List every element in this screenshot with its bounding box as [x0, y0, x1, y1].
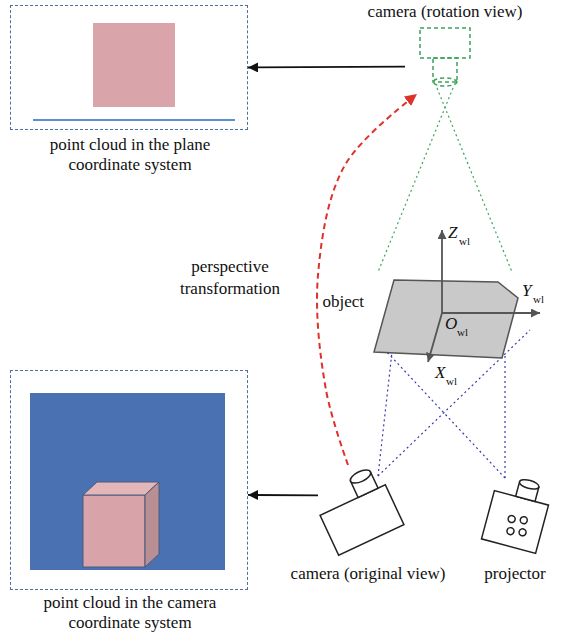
cube-side	[145, 482, 159, 567]
projector-node: projector	[475, 465, 555, 560]
camera-node: camera (rotation view)	[405, 24, 485, 94]
axis-label: Y	[522, 282, 531, 299]
axis-subscript: wl	[457, 327, 468, 338]
axis-subscript: wl	[446, 376, 457, 387]
axis-label: X	[435, 364, 445, 381]
projector-icon	[481, 472, 553, 553]
edge-label: perspective transformation	[160, 256, 300, 300]
dashed-panel: point cloud in the camera coordinate sys…	[10, 370, 248, 590]
output-arrow	[248, 494, 318, 496]
object-shape	[374, 280, 518, 358]
y-axis	[442, 312, 540, 314]
camera-icon	[310, 464, 404, 555]
node-caption: camera (original view)	[291, 564, 446, 584]
x-axis	[428, 313, 442, 362]
node-caption: projector	[484, 564, 545, 584]
z-axis	[441, 230, 443, 313]
node-caption: point cloud in the plane coordinate syst…	[11, 135, 249, 176]
axis-label: Z	[448, 224, 457, 241]
plane-point-cloud	[93, 23, 175, 107]
camera-icon	[420, 28, 470, 86]
plane-line	[33, 119, 235, 121]
field-of-view	[378, 88, 512, 272]
camera-node: camera (original view)	[318, 465, 418, 560]
node-caption: point cloud in the camera coordinate sys…	[11, 593, 249, 634]
axis-label: O	[445, 315, 457, 332]
node-caption: camera (rotation view)	[368, 2, 523, 22]
node-caption: object	[322, 292, 364, 312]
cube-front	[83, 495, 145, 567]
output-arrow	[248, 66, 405, 69]
axis-subscript: wl	[459, 236, 470, 247]
axis-subscript: wl	[533, 294, 544, 305]
cube-top	[83, 482, 159, 495]
background-plane	[30, 393, 225, 570]
dashed-panel: point cloud in the plane coordinate syst…	[10, 5, 248, 130]
